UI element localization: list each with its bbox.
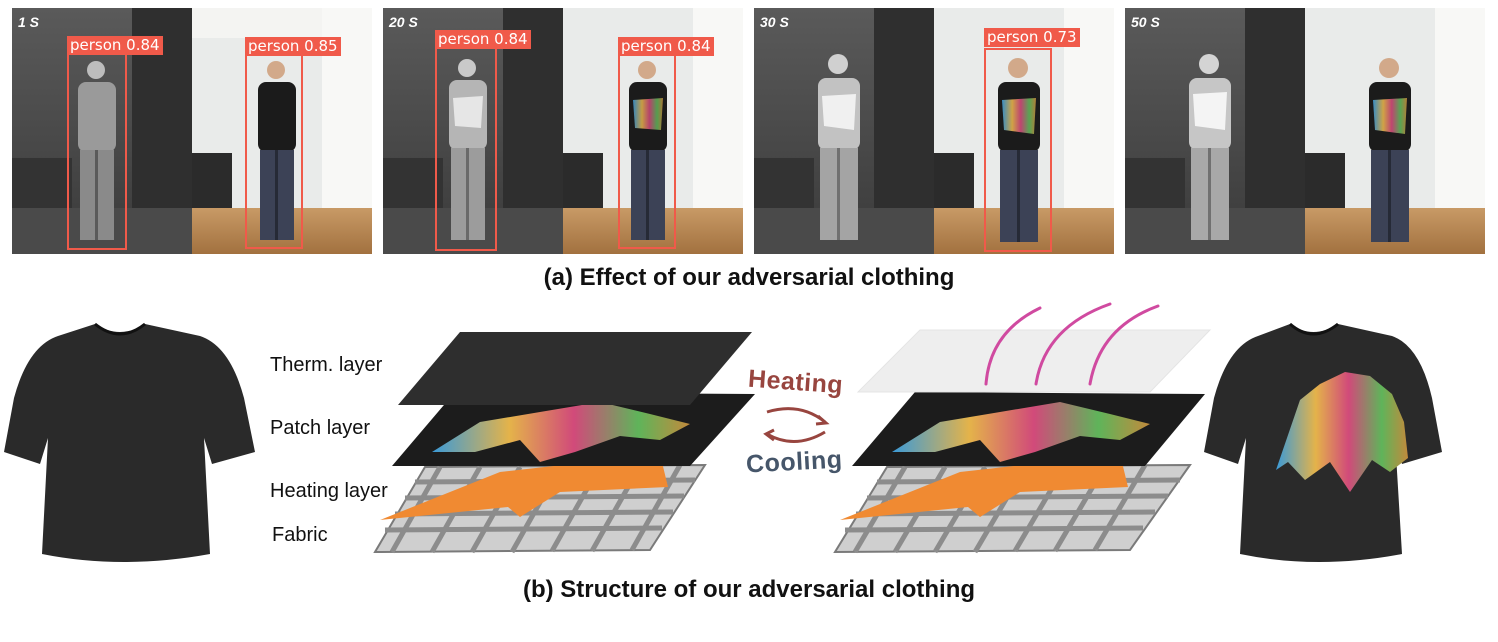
structure-diagram: [4, 302, 1442, 562]
rgb-frame-1: person 0.85: [192, 8, 372, 254]
thermal-frame-4: 50 S: [1125, 8, 1305, 254]
cooling-label: Cooling: [745, 445, 844, 479]
thermal-scene: [1125, 8, 1305, 254]
rgb-scene: [192, 8, 372, 254]
layer-label-therm: Therm. layer: [270, 354, 383, 376]
timestamp-label: 30 S: [760, 14, 789, 30]
thermal-frame-3: 30 S: [754, 8, 934, 254]
detection-box: [245, 53, 303, 249]
timestamp-label: 1 S: [18, 14, 40, 30]
rgb-frame-4: [1305, 8, 1485, 254]
thermal-frame-2: 20 S person 0.84: [383, 8, 563, 254]
detection-box: [984, 48, 1052, 252]
detection-label: person 0.73: [984, 28, 1080, 47]
detection-label: person 0.84: [618, 37, 714, 56]
detection-box: [67, 50, 127, 250]
detection-box: [435, 45, 497, 251]
detection-label: person 0.84: [67, 36, 163, 55]
rgb-frame-3: person 0.73: [934, 8, 1114, 254]
layer-label-fabric: Fabric: [272, 524, 328, 546]
timestamp-label: 20 S: [389, 14, 418, 30]
rgb-scene: [1305, 8, 1485, 254]
layer-label-patch: Patch layer: [270, 417, 371, 439]
heating-layer-right: [840, 454, 1128, 520]
detection-box: [618, 53, 676, 249]
rgb-scene: [934, 8, 1114, 254]
detection-label: person 0.84: [435, 30, 531, 49]
timestamp-label: 50 S: [1131, 14, 1160, 30]
panel-b-caption: (b) Structure of our adversarial clothin…: [522, 576, 976, 603]
heat-waves: [984, 302, 1160, 386]
heating-layer: [380, 454, 668, 520]
thermal-scene: [383, 8, 563, 254]
rgb-frame-2: person 0.84: [563, 8, 743, 254]
thermal-layer: [398, 332, 752, 405]
layer-label-heating: Heating layer: [270, 480, 388, 502]
thermal-layer-faded: [856, 329, 1212, 393]
plain-tshirt: [4, 324, 255, 562]
detection-label: person 0.85: [245, 37, 341, 56]
thermal-scene: [754, 8, 934, 254]
thermal-frame-1: 1 S person 0.84: [12, 8, 192, 254]
panel-a-caption: (a) Effect of our adversarial clothing: [543, 264, 955, 291]
